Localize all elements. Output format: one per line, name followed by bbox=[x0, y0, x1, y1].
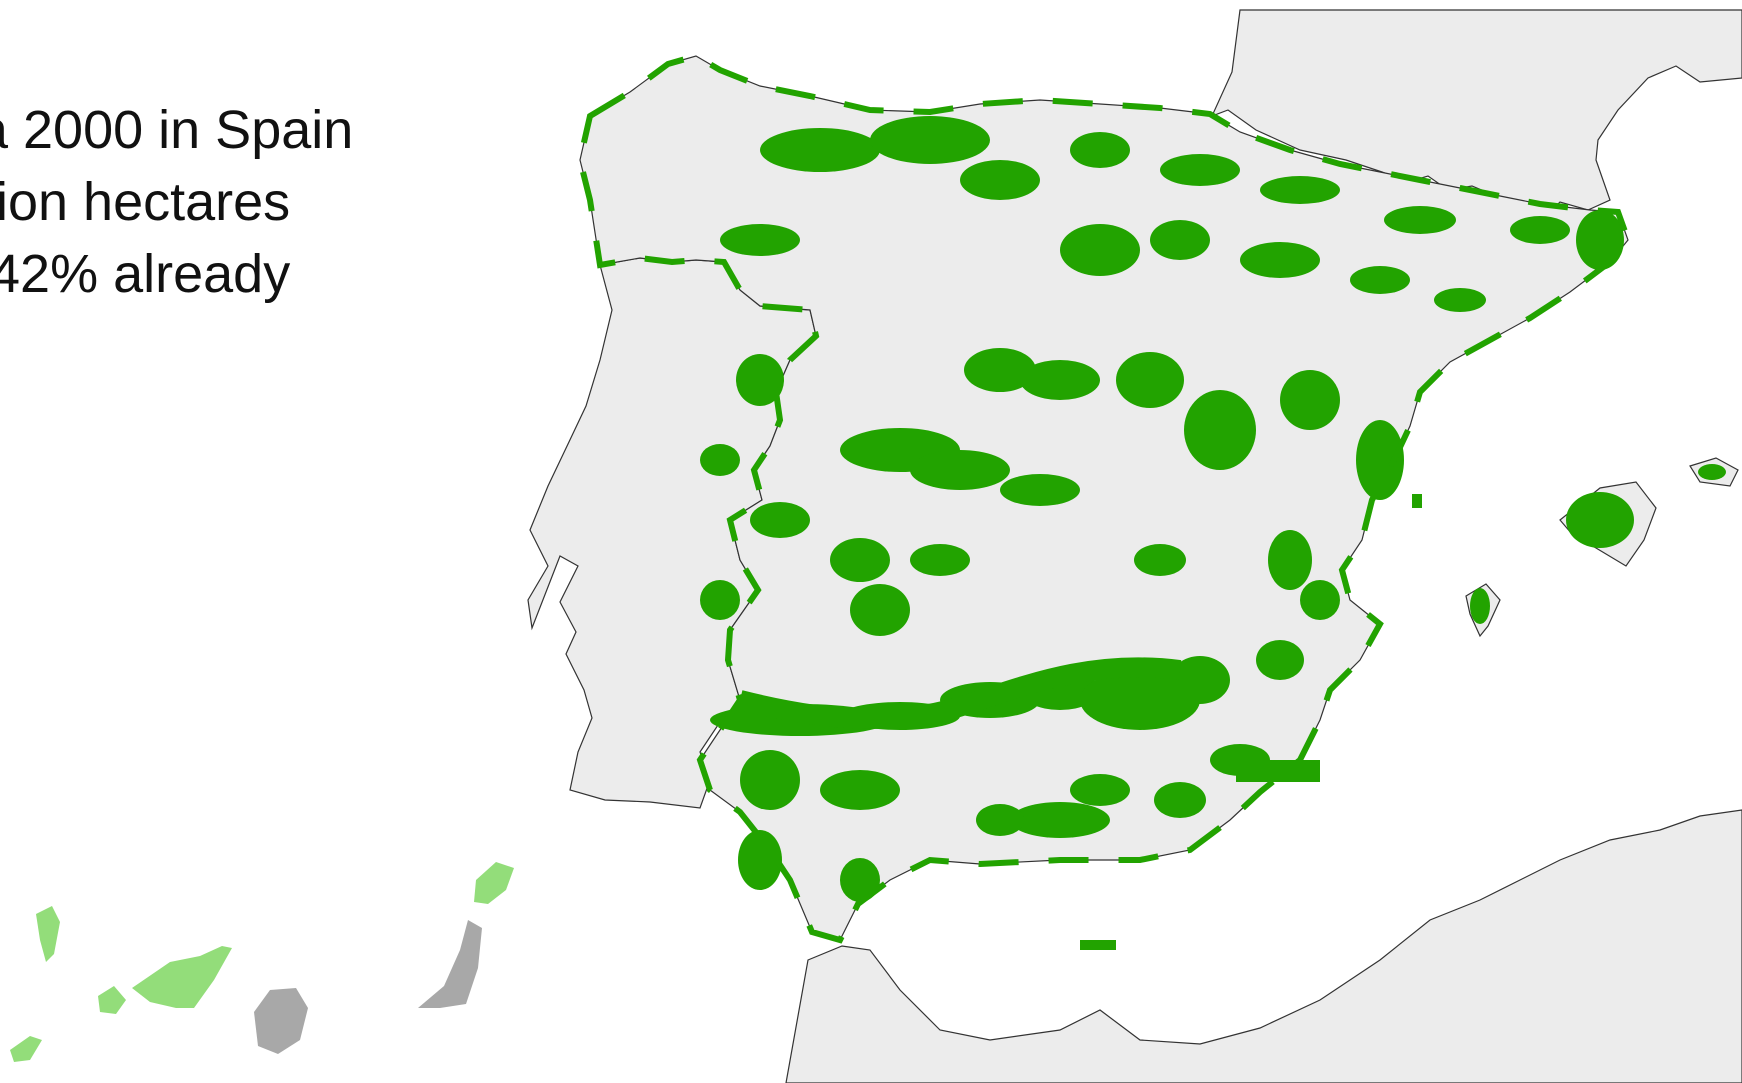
slide-caption: ra 2000 in Spain illion hectares , 42% a… bbox=[0, 94, 480, 310]
marine-protected-area bbox=[1412, 494, 1422, 508]
protected-area bbox=[1356, 420, 1404, 500]
protected-area bbox=[1116, 352, 1184, 408]
protected-area bbox=[1240, 242, 1320, 278]
protected-area bbox=[830, 538, 890, 582]
protected-area bbox=[738, 830, 782, 890]
protected-area bbox=[1260, 176, 1340, 204]
protected-area bbox=[820, 770, 900, 810]
tenerife-island bbox=[132, 946, 232, 1008]
sierra-morena-belt bbox=[737, 657, 1182, 729]
protected-area bbox=[750, 502, 810, 538]
fuerteventura-island bbox=[418, 920, 482, 1008]
protected-area bbox=[760, 128, 880, 172]
protected-area bbox=[1160, 154, 1240, 186]
protected-area bbox=[1280, 370, 1340, 430]
protected-area bbox=[720, 224, 800, 256]
protected-area bbox=[1154, 782, 1206, 818]
protected-area bbox=[1510, 216, 1570, 244]
protected-area bbox=[1000, 474, 1080, 506]
island-protected-area bbox=[1698, 464, 1726, 480]
protected-area bbox=[1576, 210, 1624, 270]
caption-line-2: illion hectares bbox=[0, 172, 291, 232]
protected-area bbox=[870, 116, 990, 164]
protected-area bbox=[1070, 132, 1130, 168]
protected-area bbox=[1434, 288, 1486, 312]
la-gomera-island bbox=[98, 986, 126, 1014]
protected-area bbox=[850, 584, 910, 636]
protected-area bbox=[1170, 656, 1230, 704]
protected-area bbox=[964, 348, 1036, 392]
protected-area bbox=[740, 750, 800, 810]
protected-area bbox=[1384, 206, 1456, 234]
protected-area bbox=[840, 858, 880, 902]
protected-area bbox=[1080, 670, 1200, 730]
protected-area bbox=[1070, 774, 1130, 806]
la-palma-island bbox=[36, 906, 60, 962]
protected-area bbox=[700, 580, 740, 620]
protected-area bbox=[910, 544, 970, 576]
protected-area bbox=[700, 444, 740, 476]
protected-area bbox=[1060, 224, 1140, 276]
protected-area bbox=[960, 160, 1040, 200]
protected-area bbox=[736, 354, 784, 406]
protected-area bbox=[1256, 640, 1304, 680]
el-hierro-island bbox=[10, 1036, 42, 1062]
protected-area bbox=[1350, 266, 1410, 294]
protected-area bbox=[1150, 220, 1210, 260]
island-protected-area bbox=[1566, 492, 1634, 548]
protected-area bbox=[1134, 544, 1186, 576]
gran-canaria-island bbox=[254, 988, 308, 1054]
protected-area bbox=[910, 450, 1010, 490]
natura-sites-layer bbox=[576, 52, 1726, 950]
protected-area bbox=[1268, 530, 1312, 590]
island-protected-area bbox=[1470, 588, 1490, 624]
protected-area bbox=[1020, 360, 1100, 400]
protected-area bbox=[976, 804, 1024, 836]
marine-protected-area bbox=[1236, 760, 1320, 782]
protected-area bbox=[1300, 580, 1340, 620]
lanzarote-island bbox=[474, 862, 514, 904]
caption-line-3: , 42% already bbox=[0, 244, 291, 304]
north-africa-landmass bbox=[785, 809, 1742, 1083]
protected-area bbox=[1184, 390, 1256, 470]
caption-line-1: ra 2000 in Spain bbox=[0, 100, 354, 160]
protected-area bbox=[1010, 802, 1110, 838]
marine-protected-area bbox=[1080, 940, 1116, 950]
